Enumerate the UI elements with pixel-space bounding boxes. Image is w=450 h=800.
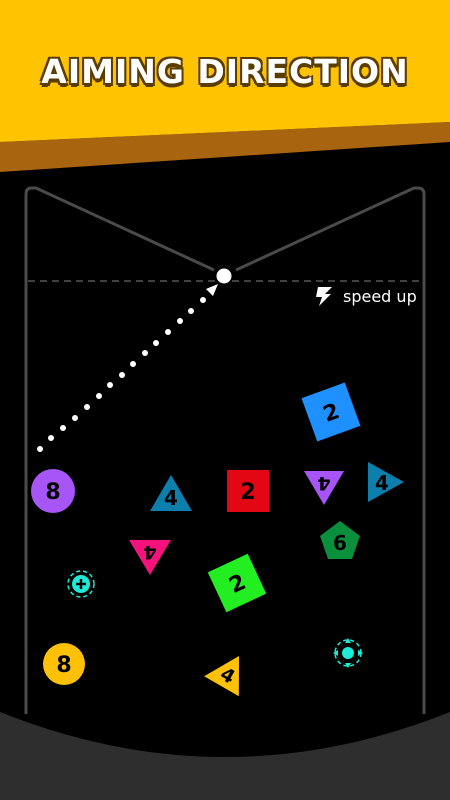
block-shape: [227, 470, 269, 512]
block: 4: [150, 475, 192, 511]
block-shape: [129, 540, 171, 575]
launcher-ball[interactable]: [216, 268, 232, 284]
block-number: 4: [164, 486, 178, 510]
speed-up-label: speed up: [343, 286, 417, 306]
block-shape: [304, 471, 344, 505]
block-shape: [207, 553, 267, 613]
block-number: 8: [56, 653, 71, 678]
block: 8: [43, 643, 85, 685]
block: 4: [368, 462, 404, 502]
block-shape: [31, 469, 75, 513]
speed-up-button[interactable]: speed up: [313, 284, 417, 308]
block: 2: [207, 553, 267, 613]
block-number: 6: [333, 531, 347, 555]
block-shape: [43, 643, 85, 685]
block: 8: [31, 469, 75, 513]
block: 4: [204, 655, 239, 697]
lightning-bolt-icon: [316, 287, 332, 306]
block-shape: [301, 382, 361, 442]
block-shape: [204, 655, 239, 697]
block-number: 4: [375, 471, 389, 495]
block: 2: [301, 382, 361, 442]
block-shape: [320, 521, 360, 559]
arena-walls: [24, 186, 426, 714]
block: 4: [304, 471, 344, 505]
block-shape: [150, 475, 192, 511]
block-shape: [368, 462, 404, 502]
aim-trajectory: [37, 284, 218, 452]
add-ball-powerup: [67, 570, 95, 598]
banner-edge: [0, 122, 450, 172]
plus-icon: [76, 579, 86, 589]
block: 2: [227, 470, 269, 512]
banner-title: AIMING DIRECTION: [41, 52, 409, 91]
banner-background: [0, 0, 450, 142]
block: 4: [129, 540, 171, 575]
floor: [0, 712, 450, 800]
crosshair-icon: [333, 638, 363, 668]
block-number: 2: [240, 480, 255, 505]
block-number: 4: [317, 472, 330, 494]
crosshair-powerup: [333, 638, 363, 668]
block-number: 8: [45, 480, 60, 505]
block: 6: [320, 521, 360, 559]
block-number: 4: [143, 541, 156, 563]
